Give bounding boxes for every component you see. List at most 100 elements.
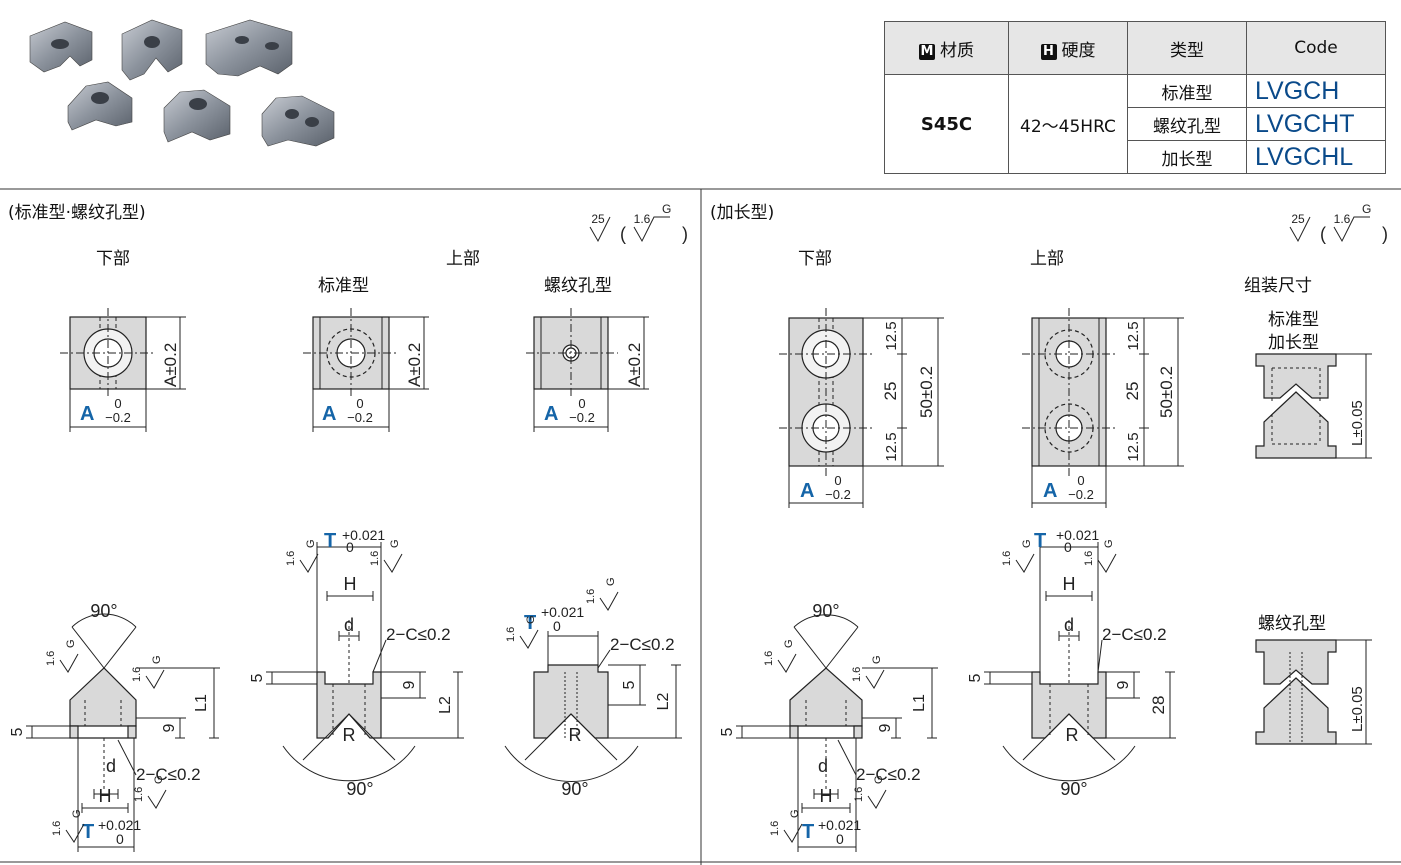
hardness-tag-icon: H — [1040, 43, 1057, 60]
a-dimension-label: A — [800, 480, 814, 502]
r-label: R — [569, 725, 582, 745]
long-lower-v-profile — [789, 667, 863, 727]
h-dimension: H — [99, 786, 112, 806]
code-cell: LVGCHL — [1246, 140, 1386, 174]
a-pm-dimension: A±0.2 — [405, 343, 424, 387]
drawing-line — [117, 739, 137, 776]
l-assembly-dimension: L±0.05 — [1349, 686, 1366, 732]
roughness-25: 25 — [1291, 212, 1305, 226]
right-upper-label: 上部 — [1030, 249, 1064, 269]
r-label: R — [343, 725, 356, 745]
roughness-16: 1.6 — [1001, 551, 1013, 566]
vertical-dimension: 5 — [719, 727, 736, 736]
d-label: d — [1064, 615, 1074, 635]
roughness-25: 25 — [591, 212, 605, 226]
assembly-long-label: 加长型 — [1268, 333, 1319, 353]
roughness-g: G — [783, 639, 795, 648]
a-tolerance-bottom: −0.2 — [825, 487, 851, 502]
t-tolerance-bottom: 0 — [1064, 539, 1072, 555]
drawing-line — [825, 626, 859, 669]
hardness-value: 42～45HRC — [1008, 74, 1128, 174]
roughness-paren: ) — [1382, 224, 1388, 244]
angle-label: 90° — [1060, 779, 1087, 799]
vertical-dimension: 28 — [1149, 696, 1168, 715]
roughness-g: G — [71, 809, 83, 818]
roughness-g-symbol-icon — [1333, 216, 1370, 243]
roughness-16: 1.6 — [851, 667, 863, 682]
roughness-flag-icon — [865, 669, 885, 689]
l-assembly-dimension: L±0.05 — [1349, 400, 1366, 446]
drawing-line — [524, 713, 572, 761]
drawing-line — [837, 739, 857, 776]
h-dimension: H — [1063, 574, 1076, 594]
assembly-threaded-upper — [1255, 639, 1337, 685]
chamfer-label: 2−C≤0.2 — [610, 635, 675, 654]
a-tolerance-bottom: −0.2 — [569, 410, 595, 425]
vertical-dimension: 5 — [9, 727, 26, 736]
roughness-flag-icon — [59, 653, 79, 673]
t-tolerance-top: +0.021 — [541, 604, 584, 620]
vertical-dimension: 50±0.2 — [917, 366, 936, 418]
left-standard-label: 标准型 — [318, 276, 369, 296]
left-section-title: (标准型·螺纹孔型) — [8, 203, 146, 223]
drawing-line — [1097, 639, 1103, 673]
left-threaded-label: 螺纹孔型 — [544, 276, 612, 296]
drawing-line — [1068, 713, 1116, 761]
drawing-line — [302, 713, 350, 761]
roughness-16: 1.6 — [133, 787, 145, 802]
roughness-16: 1.6 — [1334, 212, 1351, 226]
chamfer-label: 2−C≤0.2 — [136, 765, 201, 784]
drawing-line — [71, 626, 105, 669]
roughness-g: G — [389, 539, 401, 548]
roughness-g: G — [605, 577, 617, 586]
long-lower-base-profile — [789, 725, 863, 739]
t-tolerance-bottom: 0 — [836, 831, 844, 847]
d-label: d — [106, 756, 116, 776]
roughness-g: G — [873, 775, 885, 784]
roughness-g: G — [1103, 539, 1115, 548]
a-pm-dimension: A±0.2 — [625, 343, 644, 387]
roughness-16: 1.6 — [1083, 551, 1095, 566]
vertical-dimension: 25 — [1123, 382, 1142, 401]
lower-base-profile — [69, 725, 137, 739]
angle-arc — [504, 745, 639, 783]
a-dimension-label: A — [80, 403, 94, 425]
chamfer-label: 2−C≤0.2 — [386, 625, 451, 644]
roughness-16: 1.6 — [769, 821, 781, 836]
roughness-flag-icon — [599, 591, 619, 611]
roughness-flag-icon — [383, 553, 403, 573]
vertical-dimension: 12.5 — [1125, 432, 1142, 461]
a-tolerance-top: 0 — [356, 396, 363, 411]
roughness-flag-icon — [783, 823, 803, 843]
t-tolerance-top: +0.021 — [98, 817, 141, 833]
drawing-line — [793, 626, 827, 669]
d-label: d — [344, 615, 354, 635]
roughness-g-symbol-icon — [633, 216, 670, 243]
roughness-g: G — [662, 202, 671, 216]
roughness-paren: ( — [620, 224, 626, 244]
a-dimension-label: A — [1043, 480, 1057, 502]
assembly-thread-label: 螺纹孔型 — [1258, 614, 1326, 634]
drawing-line — [1022, 713, 1070, 761]
chamfer-label: 2−C≤0.2 — [1102, 625, 1167, 644]
t-tolerance-bottom: 0 — [553, 618, 561, 634]
roughness-16: 1.6 — [45, 651, 57, 666]
product-photo — [29, 19, 335, 147]
roughness-flag-icon — [519, 629, 539, 649]
right-lower-label: 下部 — [798, 249, 832, 269]
vertical-dimension: 12.5 — [1125, 321, 1142, 350]
chamfer-label: 2−C≤0.2 — [856, 765, 921, 784]
vertical-dimension: 25 — [881, 382, 900, 401]
angle-arc — [1002, 745, 1136, 782]
assembly-std-label: 标准型 — [1268, 310, 1319, 330]
angle-label: 90° — [346, 779, 373, 799]
roughness-g: G — [151, 655, 163, 664]
roughness-g: G — [525, 615, 537, 624]
a-dimension-label: A — [544, 403, 558, 425]
roughness-flag-icon — [145, 669, 165, 689]
vertical-dimension: 9 — [1115, 680, 1132, 689]
